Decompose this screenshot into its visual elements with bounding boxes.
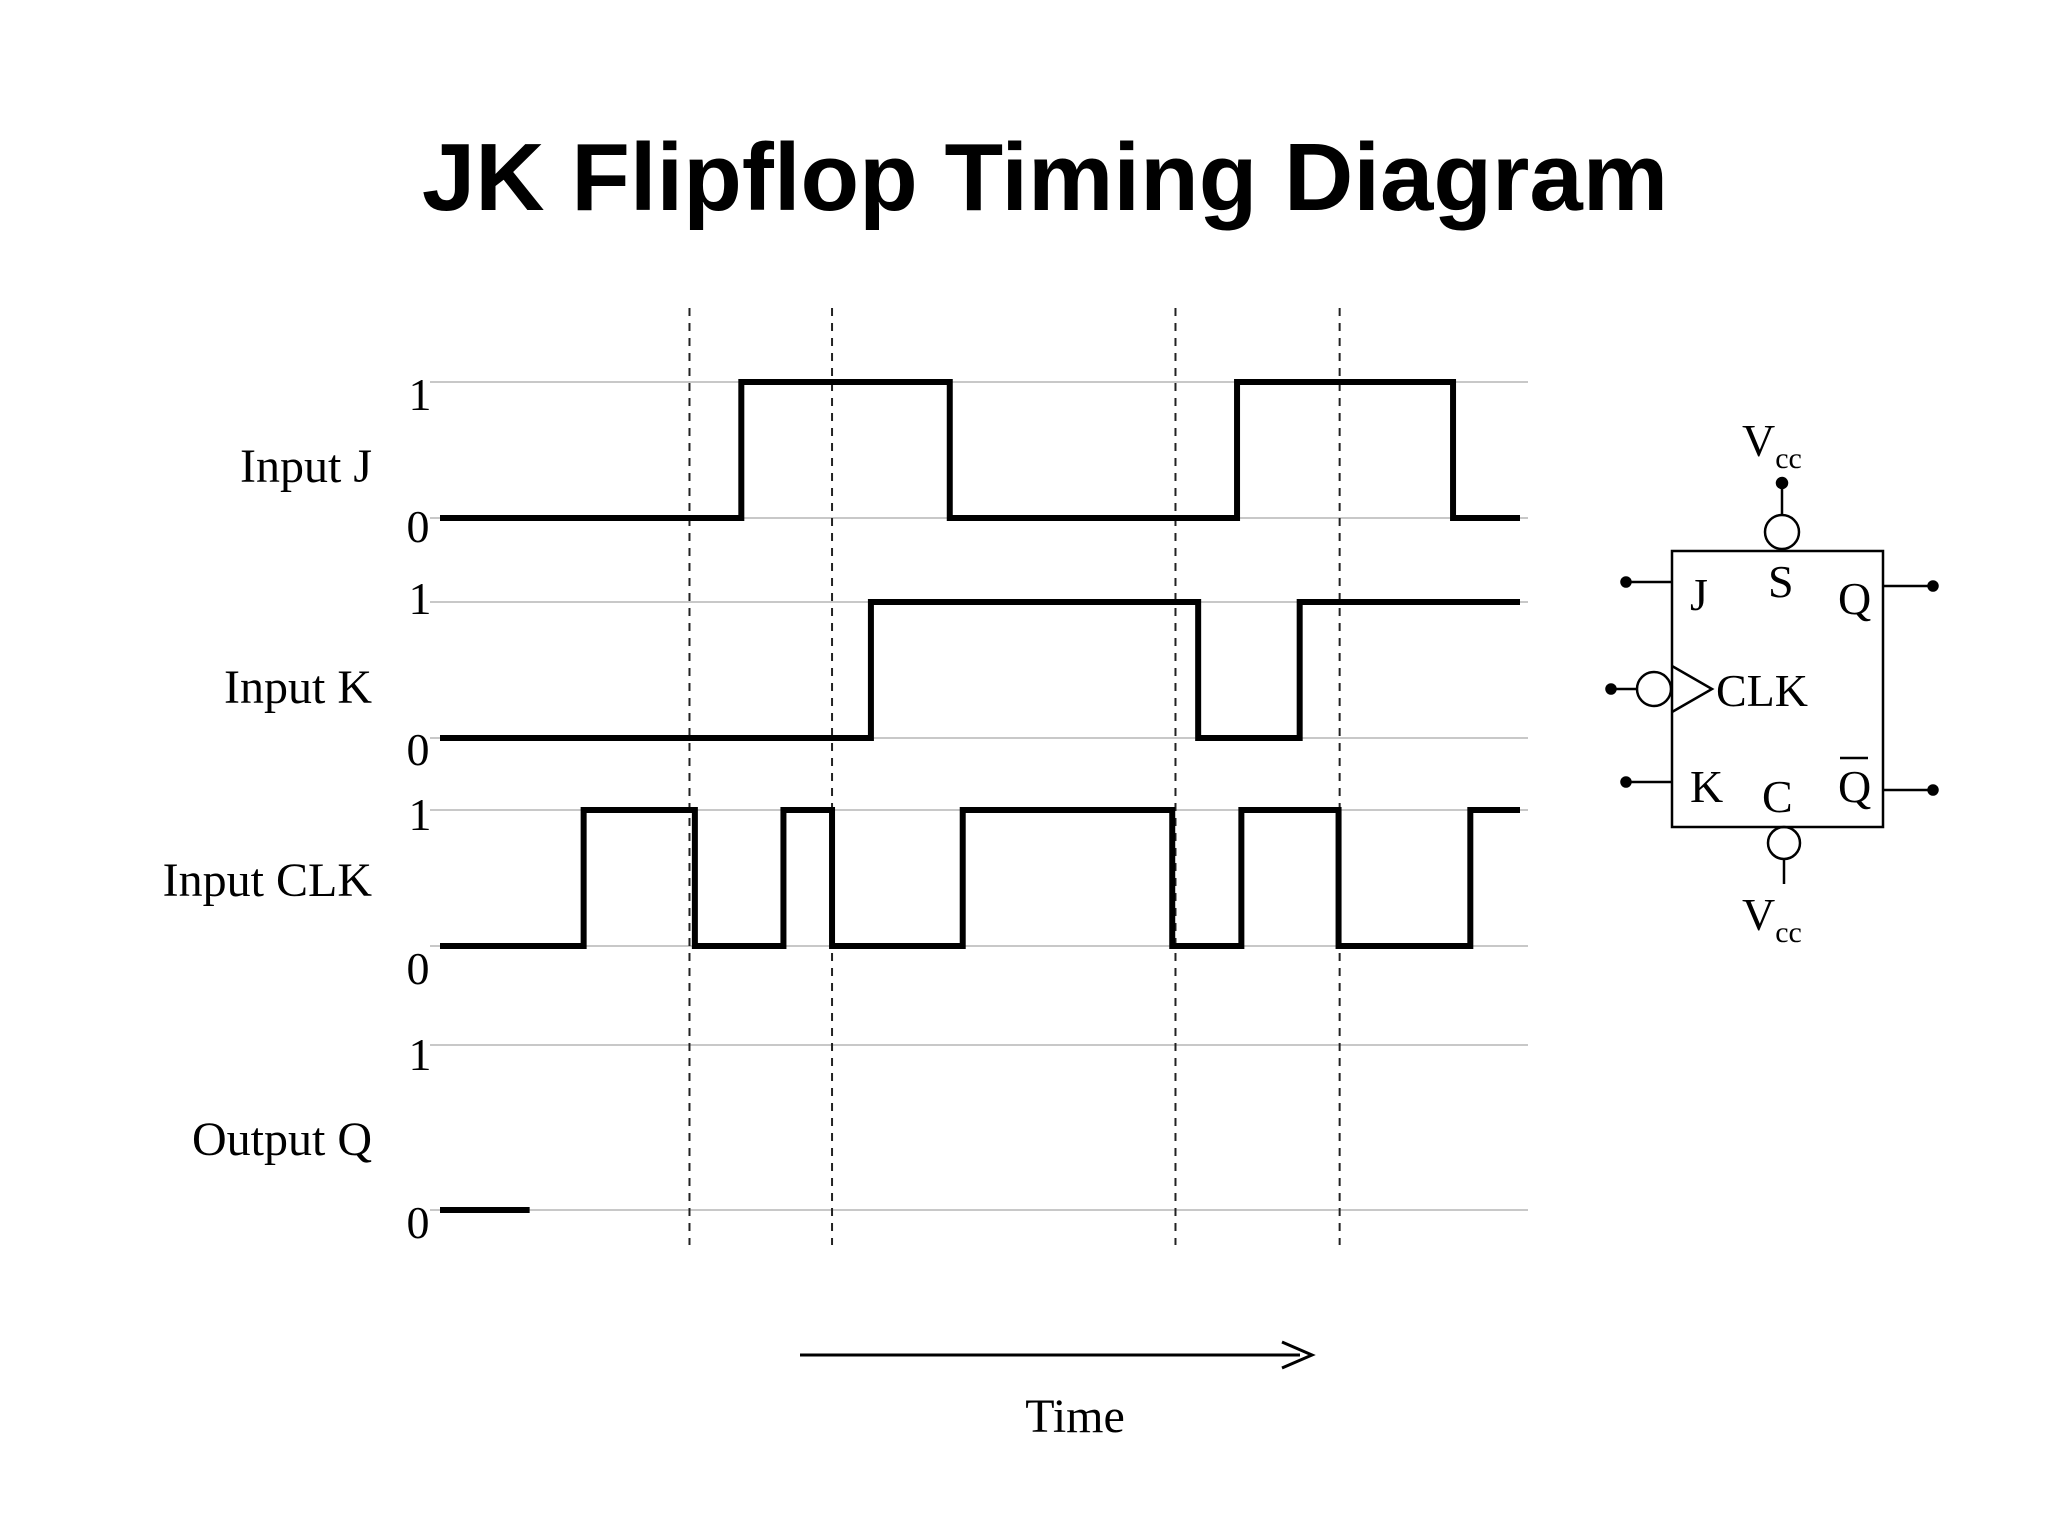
time-axis: Time [800,1340,1316,1443]
vcc-bottom-label: Vcc [1742,889,1802,949]
vcc-bottom-base: V [1742,889,1775,940]
pin-label-j: J [1690,569,1708,620]
vcc-top-label: Vcc [1742,415,1802,475]
time-axis-label: Time [1025,1390,1125,1443]
pin-label-k: K [1690,761,1723,812]
k-pin-dot [1620,776,1632,788]
waveform-clk [440,807,1520,949]
waveform-j [440,379,1520,521]
signal-labels: Input J Input K Input CLK Output Q [163,440,373,1166]
signal-label-clk: Input CLK [163,854,373,907]
clk-pin-dot [1605,683,1617,695]
time-arrow-head [1281,1340,1316,1370]
q-pin-dot [1927,580,1939,592]
pin-label-s: S [1768,556,1794,607]
qbar-pin-dot [1927,784,1939,796]
pin-label-q: Q [1838,573,1871,624]
level-label-q-low: 0 [407,1197,430,1248]
level-labels: 1 0 1 0 1 0 1 0 [407,369,432,1248]
pin-label-clk: CLK [1716,665,1808,716]
clk-pin-inversion-bubble [1635,670,1673,708]
time-markers [688,308,1341,1245]
waveform-k [440,599,1520,741]
j-pin-dot [1620,576,1632,588]
jk-flipflop-symbol [1605,476,1939,884]
level-label-q-high: 1 [409,1029,432,1080]
level-grid [430,381,1528,1211]
level-label-clk-high: 1 [409,789,432,840]
vcc-top-sub: cc [1775,442,1802,475]
s-pin-inversion-bubble [1763,513,1801,551]
vcc-top-base: V [1742,415,1775,466]
waveforms [440,379,1520,1213]
vcc-bottom-sub: cc [1775,916,1802,949]
level-label-j-low: 0 [407,501,430,552]
pin-label-qbar: Q [1838,761,1871,812]
level-label-k-low: 0 [407,724,430,775]
c-pin-inversion-bubble [1766,825,1802,861]
level-label-clk-low: 0 [407,943,430,994]
signal-label-q: Output Q [192,1113,372,1166]
signal-label-j: Input J [240,440,372,493]
s-pin-supply-dot [1775,476,1789,490]
flipflop-labels: J S Q CLK K C Q Vcc Vcc [1690,415,1871,949]
pin-label-c: C [1762,771,1793,822]
signal-label-k: Input K [224,661,372,714]
page-title: JK Flipflop Timing Diagram [422,124,1668,231]
level-label-k-high: 1 [409,573,432,624]
clk-edge-triangle-icon [1671,664,1715,714]
level-label-j-high: 1 [409,369,432,420]
